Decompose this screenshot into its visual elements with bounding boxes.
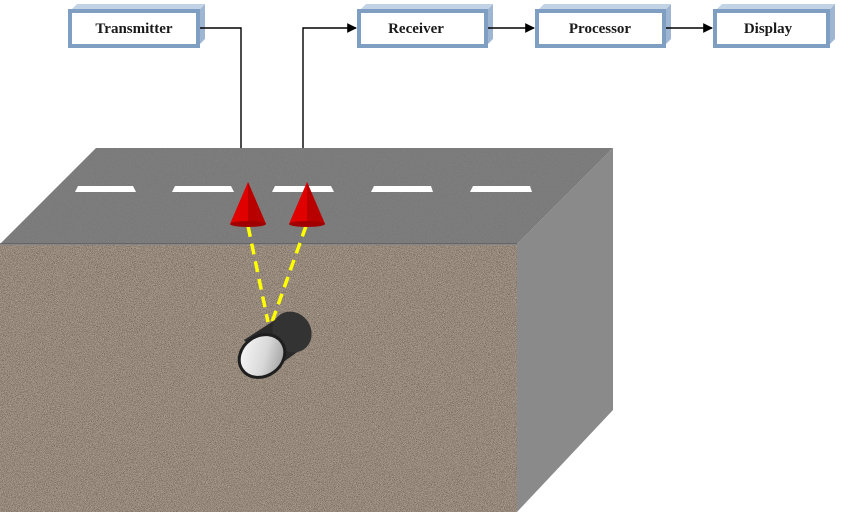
- arrow-transmitter-to-antenna: [200, 27, 246, 187]
- display-block-face: [713, 9, 830, 48]
- receive-antenna-icon: [289, 182, 325, 227]
- lane-marking: [272, 186, 334, 192]
- receiver-block-face: [357, 9, 488, 48]
- transmit-antenna-icon: [230, 182, 266, 227]
- display-label: Display: [744, 21, 793, 37]
- transmitter-label: Transmitter: [95, 21, 173, 37]
- display-block: Display: [713, 4, 835, 48]
- lane-marking: [172, 186, 234, 192]
- receiver-label: Receiver: [388, 21, 444, 37]
- lane-marking: [75, 186, 136, 192]
- arrow-antenna-to-receiver: [302, 23, 357, 186]
- lane-marking: [371, 186, 433, 192]
- transmitter-block-face: [68, 9, 200, 48]
- transmitter-block: Transmitter: [68, 4, 205, 48]
- processor-label: Processor: [569, 21, 632, 37]
- lane-markings: [75, 186, 532, 192]
- buried-pipe-icon: [237, 311, 312, 379]
- receiver-block: Receiver: [357, 4, 493, 48]
- processor-block-face: [535, 9, 666, 48]
- lane-marking: [470, 186, 532, 192]
- processor-block: Processor: [535, 4, 671, 48]
- signal-paths: [246, 225, 308, 323]
- transmit-signal-path: [246, 225, 270, 323]
- ground-side-face: [517, 148, 613, 512]
